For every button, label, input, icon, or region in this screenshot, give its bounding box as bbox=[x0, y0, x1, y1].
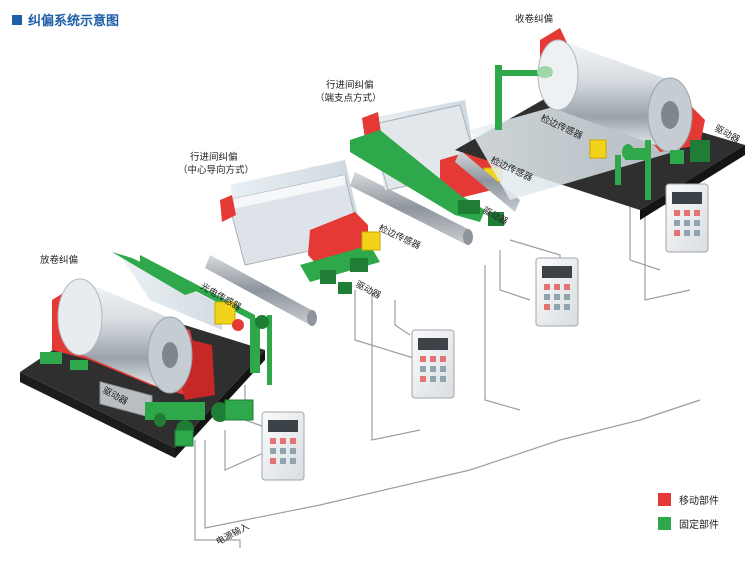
unwind-roll bbox=[57, 278, 193, 394]
label-power-input: 电源输入 bbox=[214, 520, 251, 548]
title-marker-icon bbox=[12, 14, 22, 25]
controller-unit-4 bbox=[665, 183, 709, 253]
midguide-edge-sensor bbox=[361, 231, 381, 251]
label-unwind: 放卷纠偏 bbox=[40, 254, 78, 266]
midguide-station bbox=[220, 160, 473, 294]
controller-unit-1 bbox=[261, 411, 305, 481]
rewind-roll bbox=[537, 39, 693, 153]
legend-moving: 移动部件 bbox=[658, 492, 719, 507]
legend-moving-swatch bbox=[658, 493, 671, 506]
controller-unit-3 bbox=[535, 257, 579, 327]
idler-shaft-1 bbox=[205, 255, 315, 325]
label-rewind: 收卷纠偏 bbox=[515, 13, 553, 25]
legend-fixed-swatch bbox=[658, 517, 671, 530]
rewind-station bbox=[455, 28, 745, 220]
label-endpivot-1: 行进间纠偏 bbox=[326, 79, 374, 91]
legend-moving-label: 移动部件 bbox=[679, 496, 719, 507]
endpivot-base-fixed bbox=[350, 130, 485, 222]
rewind-guide-fixed bbox=[495, 65, 502, 130]
legend-fixed: 固定部件 bbox=[658, 516, 719, 531]
label-midguide-2: （中心导向方式） bbox=[178, 164, 254, 176]
unwind-base-fixed bbox=[145, 402, 205, 420]
diagram-title: 纠偏系统示意图 bbox=[12, 10, 119, 29]
label-edge-sensor-1: 检边传感器 bbox=[377, 222, 423, 252]
legend-fixed-label: 固定部件 bbox=[679, 520, 719, 531]
rewind-edge-sensor bbox=[589, 139, 607, 159]
idler-shaft-2 bbox=[350, 172, 470, 244]
title-text: 纠偏系统示意图 bbox=[28, 14, 120, 29]
label-endpivot-2: （端支点方式） bbox=[315, 92, 382, 104]
unwind-station bbox=[20, 252, 317, 458]
photo-sensor bbox=[214, 301, 236, 325]
label-midguide-1: 行进间纠偏 bbox=[190, 151, 238, 163]
label-actuator-2: 驱动器 bbox=[354, 279, 383, 301]
controller-unit-2 bbox=[411, 329, 455, 399]
idler-shaft-3 bbox=[455, 150, 520, 212]
